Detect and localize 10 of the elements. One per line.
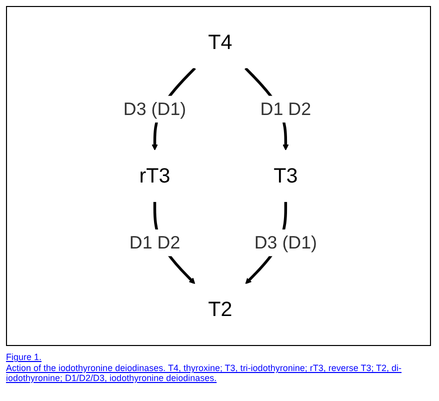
edge-label: D1 D2 — [129, 232, 180, 253]
node-text: rT3 — [139, 164, 170, 188]
edge-label: D3 (D1) — [123, 98, 186, 120]
edge-label: D1 D2 — [260, 98, 312, 120]
figure-caption: Action of the iodothyronine deiodinases. T4, thyroxine; T3, tri-iodothyronine; rT3, reverse T3; T2, di-iodothyronine; D1/D2/D3, iodothyronine deiodinases. — [6, 363, 403, 383]
figure-title: Figure 1. — [6, 352, 43, 362]
node-text: T3 — [274, 164, 298, 188]
edge-label: D3 (D1) — [254, 232, 318, 253]
node-text: T4 — [208, 30, 232, 54]
node-text: T2 — [208, 298, 232, 322]
